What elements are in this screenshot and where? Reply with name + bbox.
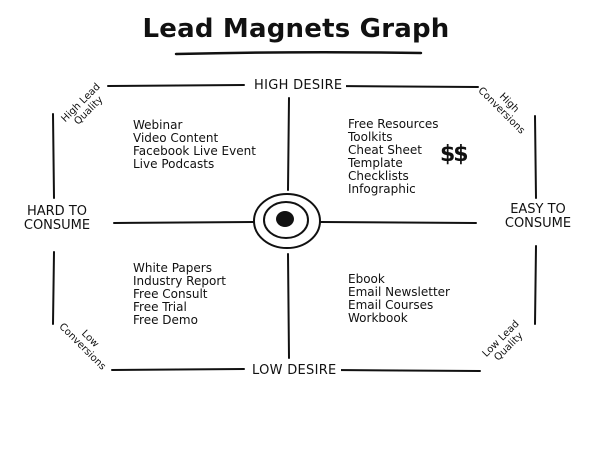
list-item: White Papers bbox=[133, 261, 212, 275]
list-item: Industry Report bbox=[133, 274, 226, 288]
easy-to-line: EASY TO bbox=[510, 202, 566, 217]
frame-bottom-right bbox=[333, 369, 481, 372]
list-item: Workbook bbox=[348, 311, 408, 325]
frame-top-right bbox=[333, 85, 479, 88]
list-item: Email Newsletter bbox=[348, 285, 450, 299]
list-item: Ebook bbox=[348, 272, 385, 286]
list-item: Free Consult bbox=[133, 287, 208, 301]
list-item: Video Content bbox=[133, 131, 219, 145]
axis-label-hard-to-consume: HARD TO CONSUME bbox=[18, 205, 96, 233]
list-item: Email Courses bbox=[348, 298, 434, 312]
axis-label-high-desire: HIGH DESIRE bbox=[250, 78, 347, 93]
list-item: Checklists bbox=[348, 169, 409, 183]
money-symbol: $$ bbox=[440, 142, 469, 167]
frame-right-top bbox=[534, 115, 537, 199]
list-item: Toolkits bbox=[348, 130, 393, 144]
page-title: Lead Magnets Graph bbox=[142, 14, 450, 44]
list-item: Facebook Live Event bbox=[133, 144, 256, 158]
quadrant-bottom-left-list: White Papers Industry Report Free Consul… bbox=[133, 262, 226, 327]
list-item: Template bbox=[348, 156, 403, 170]
list-item: Free Resources bbox=[348, 117, 439, 131]
list-item: Live Podcasts bbox=[133, 157, 215, 171]
vertical-axis-bottom bbox=[287, 253, 290, 359]
axis-label-easy-to-consume: EASY TO CONSUME bbox=[499, 203, 577, 231]
consume-line: CONSUME bbox=[504, 216, 572, 231]
target-icon bbox=[253, 193, 321, 249]
list-item: Webinar bbox=[133, 118, 183, 132]
frame-left-bottom bbox=[52, 251, 55, 325]
frame-right-bottom bbox=[534, 245, 537, 325]
list-item: Infographic bbox=[348, 182, 416, 196]
quadrant-top-right-list: Free Resources Toolkits Cheat Sheet Temp… bbox=[348, 118, 439, 196]
horizontal-axis-left bbox=[113, 221, 255, 224]
quadrant-bottom-right-list: Ebook Email Newsletter Email Courses Wor… bbox=[348, 273, 450, 325]
quadrant-top-left-list: Webinar Video Content Facebook Live Even… bbox=[133, 119, 256, 171]
consume-line: CONSUME bbox=[23, 218, 91, 233]
vertical-axis-top bbox=[287, 97, 290, 191]
list-item: Cheat Sheet bbox=[348, 143, 422, 157]
list-item: Free Trial bbox=[133, 300, 187, 314]
frame-left-top bbox=[52, 113, 55, 199]
list-item: Free Demo bbox=[133, 313, 198, 327]
hard-to-line: HARD TO bbox=[26, 204, 88, 219]
horizontal-axis-right bbox=[320, 221, 477, 224]
axis-label-low-desire: LOW DESIRE bbox=[248, 363, 341, 378]
title-underline bbox=[174, 50, 423, 56]
frame-bottom-left bbox=[111, 368, 245, 371]
frame-top-left bbox=[107, 84, 245, 87]
